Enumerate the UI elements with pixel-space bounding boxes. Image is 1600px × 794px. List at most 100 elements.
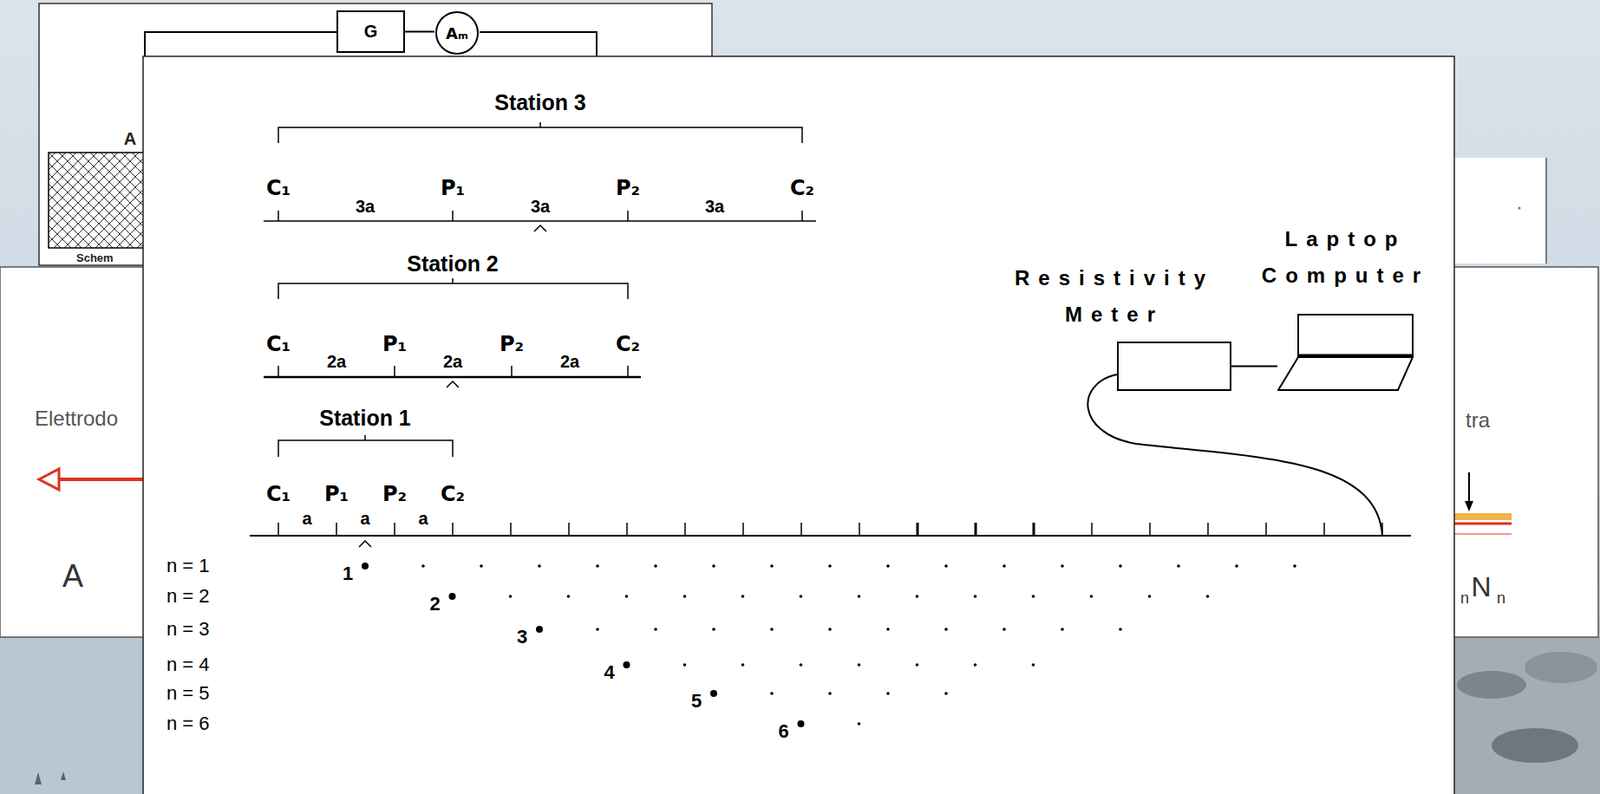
datum-point bbox=[479, 564, 484, 569]
datum-point bbox=[711, 627, 716, 632]
station-bracket bbox=[278, 278, 628, 300]
datum-point bbox=[1002, 564, 1006, 569]
electrode-tick bbox=[451, 522, 454, 536]
datum-point bbox=[683, 663, 687, 667]
down-arrow bbox=[1468, 472, 1470, 505]
level-label: n = 5 bbox=[166, 682, 210, 705]
datum-point-marked bbox=[710, 690, 718, 698]
datum-point bbox=[421, 564, 425, 569]
electrode-tick bbox=[626, 365, 629, 378]
datum-point bbox=[595, 627, 600, 632]
electrode-tick bbox=[801, 210, 804, 222]
datum-point bbox=[1031, 663, 1036, 667]
electrode-tick bbox=[277, 522, 280, 536]
generator-box: G bbox=[336, 10, 405, 53]
slide-border bbox=[1545, 157, 1548, 264]
electrode-label: C₂ bbox=[440, 483, 465, 508]
layer-line bbox=[1454, 522, 1512, 526]
slide-caption: Schem bbox=[76, 252, 114, 266]
datum-point bbox=[1002, 627, 1006, 632]
electrode-tick bbox=[393, 365, 396, 378]
main-panel bbox=[143, 56, 1455, 794]
electrode-tick bbox=[1090, 522, 1093, 536]
photo-car bbox=[1524, 652, 1598, 684]
ammeter-symbol: Aₘ bbox=[434, 10, 480, 56]
electrode-label: P₁ bbox=[382, 333, 407, 358]
spacing-label: 3a bbox=[705, 196, 725, 217]
electrode-letter: N bbox=[1470, 571, 1491, 604]
electrode-label: C₂ bbox=[790, 176, 815, 202]
laptop-screen bbox=[1298, 314, 1413, 358]
electrode-tick bbox=[393, 522, 396, 536]
datum-point bbox=[770, 692, 774, 696]
electrode-tick bbox=[1207, 522, 1209, 536]
datum-point bbox=[741, 594, 745, 599]
layer-line bbox=[1454, 534, 1512, 536]
device-heading: Laptop Computer bbox=[1241, 221, 1450, 294]
electrode-tick bbox=[1265, 522, 1267, 536]
point-number: 6 bbox=[777, 720, 789, 743]
datum-point bbox=[1206, 594, 1210, 599]
datum-point bbox=[886, 627, 890, 632]
electrode-tick bbox=[510, 365, 513, 378]
datum-point bbox=[595, 564, 600, 569]
midpoint-caret bbox=[446, 381, 459, 388]
station-title: Station 3 bbox=[494, 90, 587, 116]
electrode-arrow-head bbox=[39, 469, 59, 490]
datum-point bbox=[509, 594, 513, 599]
electrode-tick bbox=[451, 210, 454, 222]
resistivity-meter: Resistivity Meter bbox=[1116, 341, 1232, 392]
electrode-tick bbox=[800, 522, 803, 536]
point-number: 2 bbox=[429, 593, 440, 615]
datum-point bbox=[857, 663, 862, 667]
electrode-label: P₂ bbox=[615, 176, 640, 202]
datum-point bbox=[944, 627, 948, 632]
spacing-label: 2a bbox=[560, 352, 580, 373]
datum-point bbox=[944, 564, 948, 569]
datum-point bbox=[915, 594, 920, 599]
electrode-tick bbox=[742, 522, 745, 536]
electrode-tick bbox=[1032, 522, 1036, 536]
hatched-block bbox=[48, 152, 149, 249]
datum-point bbox=[915, 663, 920, 667]
datum-point-marked bbox=[623, 661, 631, 669]
point-number: 1 bbox=[342, 562, 353, 585]
station-title: Station 1 bbox=[319, 405, 412, 432]
midpoint-caret bbox=[359, 541, 372, 548]
point-number: 3 bbox=[516, 626, 528, 648]
spacing-label: 3a bbox=[530, 196, 550, 217]
node-label: G bbox=[364, 21, 379, 42]
datum-point bbox=[625, 594, 629, 599]
layer-band bbox=[1454, 513, 1512, 521]
electrode-tick bbox=[684, 522, 686, 536]
photo-car bbox=[1491, 728, 1579, 764]
photo-figures bbox=[34, 771, 66, 785]
electrode-tick bbox=[277, 210, 280, 222]
slide-letter: A bbox=[124, 129, 137, 150]
subscript: n bbox=[1460, 589, 1470, 608]
laptop-computer: Laptop Computer bbox=[1277, 313, 1414, 392]
electrode-tick bbox=[1323, 522, 1326, 536]
electrode-label: P₁ bbox=[440, 176, 465, 202]
electrode-tick bbox=[916, 522, 920, 536]
slide-heading: tra bbox=[1465, 408, 1490, 433]
laptop-base bbox=[1278, 357, 1413, 391]
station-line bbox=[263, 376, 641, 379]
datum-point bbox=[1060, 627, 1065, 632]
level-label: n = 3 bbox=[166, 618, 210, 640]
electrode-tick bbox=[1149, 522, 1151, 536]
station-line bbox=[263, 220, 817, 223]
slide-heading: Elettrodo bbox=[34, 406, 118, 432]
datum-point bbox=[537, 564, 542, 569]
electrode-tick bbox=[335, 522, 338, 536]
datum-point bbox=[973, 594, 978, 599]
datum-point bbox=[1176, 564, 1181, 569]
electrode-letter: A bbox=[62, 558, 84, 595]
datum-point bbox=[1090, 594, 1094, 599]
spacing-label: a bbox=[301, 509, 312, 529]
electrode-label: P₂ bbox=[382, 483, 407, 508]
datum-point bbox=[653, 564, 658, 569]
datum-point bbox=[1118, 564, 1123, 569]
point-number: 5 bbox=[691, 690, 702, 712]
electrode-tick bbox=[626, 522, 628, 536]
